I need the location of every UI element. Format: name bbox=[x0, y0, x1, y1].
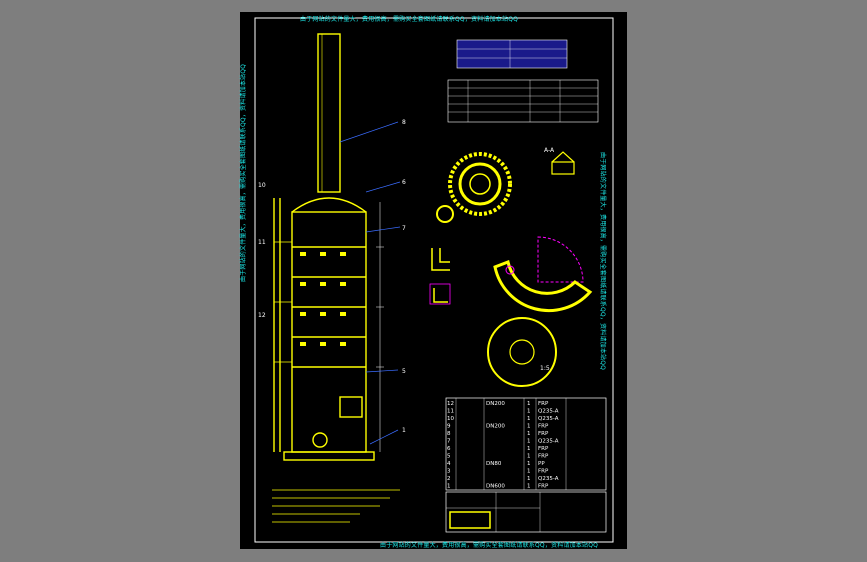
tower-dimension-lines bbox=[376, 202, 384, 452]
channel-details bbox=[429, 248, 451, 305]
drawing-frame bbox=[254, 17, 614, 543]
svg-text:1: 1 bbox=[527, 431, 531, 437]
svg-text:12: 12 bbox=[447, 401, 454, 407]
table-row: 12 DN200 1 FRP bbox=[447, 401, 549, 407]
detail-annotations: A-A 1:5 bbox=[540, 147, 555, 372]
svg-text:1: 1 bbox=[447, 484, 451, 490]
table-row: 9 DN200 1 FRP bbox=[447, 424, 549, 430]
balloon-12: 12 bbox=[258, 312, 266, 319]
drawing-sheet: 8 6 7 5 1 10 11 12 bbox=[240, 12, 627, 549]
svg-text:1: 1 bbox=[527, 401, 531, 407]
balloon-7: 7 bbox=[402, 225, 406, 232]
svg-text:1: 1 bbox=[527, 424, 531, 430]
svg-text:7: 7 bbox=[447, 439, 451, 445]
svg-text:5: 5 bbox=[447, 454, 451, 460]
table-row: 10 1 Q235-A bbox=[447, 416, 559, 422]
svg-text:2: 2 bbox=[447, 476, 451, 482]
svg-text:3: 3 bbox=[447, 469, 451, 475]
section-detail-small bbox=[551, 151, 575, 175]
svg-text:Q235-A: Q235-A bbox=[538, 476, 559, 482]
table-row: 6 1 FRP bbox=[447, 446, 549, 452]
svg-text:1: 1 bbox=[527, 484, 531, 490]
tower-elevation bbox=[273, 33, 375, 461]
balloon-11: 11 bbox=[258, 239, 266, 246]
watermark-top: 由于网站的文件量大，费用很高，需购买全套图纸请联系QQ，资料请加本站QQ bbox=[300, 16, 519, 23]
svg-text:8: 8 bbox=[447, 431, 451, 437]
svg-text:FRP: FRP bbox=[538, 469, 549, 475]
svg-text:11: 11 bbox=[447, 409, 454, 415]
svg-text:Q235-A: Q235-A bbox=[538, 409, 559, 415]
balloon-10: 10 bbox=[258, 182, 266, 189]
svg-text:Q235-A: Q235-A bbox=[538, 439, 559, 445]
balloon-8: 8 bbox=[402, 119, 406, 126]
svg-text:1: 1 bbox=[527, 476, 531, 482]
svg-text:1: 1 bbox=[527, 439, 531, 445]
scale-label: 1:5 bbox=[540, 365, 550, 372]
svg-text:DN80: DN80 bbox=[486, 461, 502, 467]
spec-table-nozzles bbox=[447, 79, 599, 123]
flange-detail bbox=[436, 152, 512, 223]
watermark-bottom: 由于网站的文件量大，费用很高，需购买全套图纸请联系QQ，资料请加本站QQ bbox=[380, 542, 599, 549]
balloon-6: 6 bbox=[402, 179, 406, 186]
svg-text:1: 1 bbox=[527, 409, 531, 415]
svg-text:FRP: FRP bbox=[538, 484, 549, 490]
svg-text:DN200: DN200 bbox=[486, 424, 505, 430]
svg-text:1: 1 bbox=[527, 446, 531, 452]
svg-text:1: 1 bbox=[527, 461, 531, 467]
table-row: 8 1 FRP bbox=[447, 431, 549, 437]
svg-text:FRP: FRP bbox=[538, 446, 549, 452]
section-label: A-A bbox=[544, 147, 555, 154]
table-row: 7 1 Q235-A bbox=[447, 439, 559, 445]
sector-plate bbox=[493, 236, 593, 313]
item-balloons: 8 6 7 5 1 10 11 12 bbox=[258, 119, 406, 434]
parts-table bbox=[445, 397, 607, 491]
table-row: 1 DN600 1 FRP bbox=[447, 484, 549, 490]
svg-text:1: 1 bbox=[527, 416, 531, 422]
table-row: 3 1 FRP bbox=[447, 469, 549, 475]
table-row: 5 1 FRP bbox=[447, 454, 549, 460]
svg-text:DN600: DN600 bbox=[486, 484, 505, 490]
balloon-1: 1 bbox=[402, 427, 406, 434]
spec-table-top bbox=[456, 39, 568, 69]
table-row: 2 1 Q235-A bbox=[447, 476, 559, 482]
tower-nozzles bbox=[300, 252, 346, 346]
svg-text:10: 10 bbox=[447, 416, 454, 422]
watermark-left: 由于网站的文件量大，费用很高，需购买全套图纸请联系QQ，资料请加本站QQ bbox=[240, 63, 247, 282]
svg-text:1: 1 bbox=[527, 454, 531, 460]
distributor-plate bbox=[487, 317, 557, 387]
balloon-5: 5 bbox=[402, 368, 406, 375]
leader-lines bbox=[339, 121, 401, 445]
title-block bbox=[445, 491, 607, 533]
svg-text:Q235-A: Q235-A bbox=[538, 416, 559, 422]
watermark-right: 由于网站的文件量大，费用很高，需购买全套图纸请联系QQ，资料请加本站QQ bbox=[599, 152, 606, 371]
svg-text:DN200: DN200 bbox=[486, 401, 505, 407]
table-row: 4 DN80 1 PP bbox=[447, 461, 545, 467]
svg-text:PP: PP bbox=[538, 461, 545, 467]
technical-notes bbox=[272, 489, 400, 523]
svg-text:FRP: FRP bbox=[538, 454, 549, 460]
svg-text:FRP: FRP bbox=[538, 424, 549, 430]
svg-text:1: 1 bbox=[527, 469, 531, 475]
drawing-canvas: 8 6 7 5 1 10 11 12 bbox=[254, 17, 614, 543]
svg-text:4: 4 bbox=[447, 461, 451, 467]
svg-text:9: 9 bbox=[447, 424, 451, 430]
svg-text:FRP: FRP bbox=[538, 401, 549, 407]
svg-text:FRP: FRP bbox=[538, 431, 549, 437]
svg-text:6: 6 bbox=[447, 446, 451, 452]
